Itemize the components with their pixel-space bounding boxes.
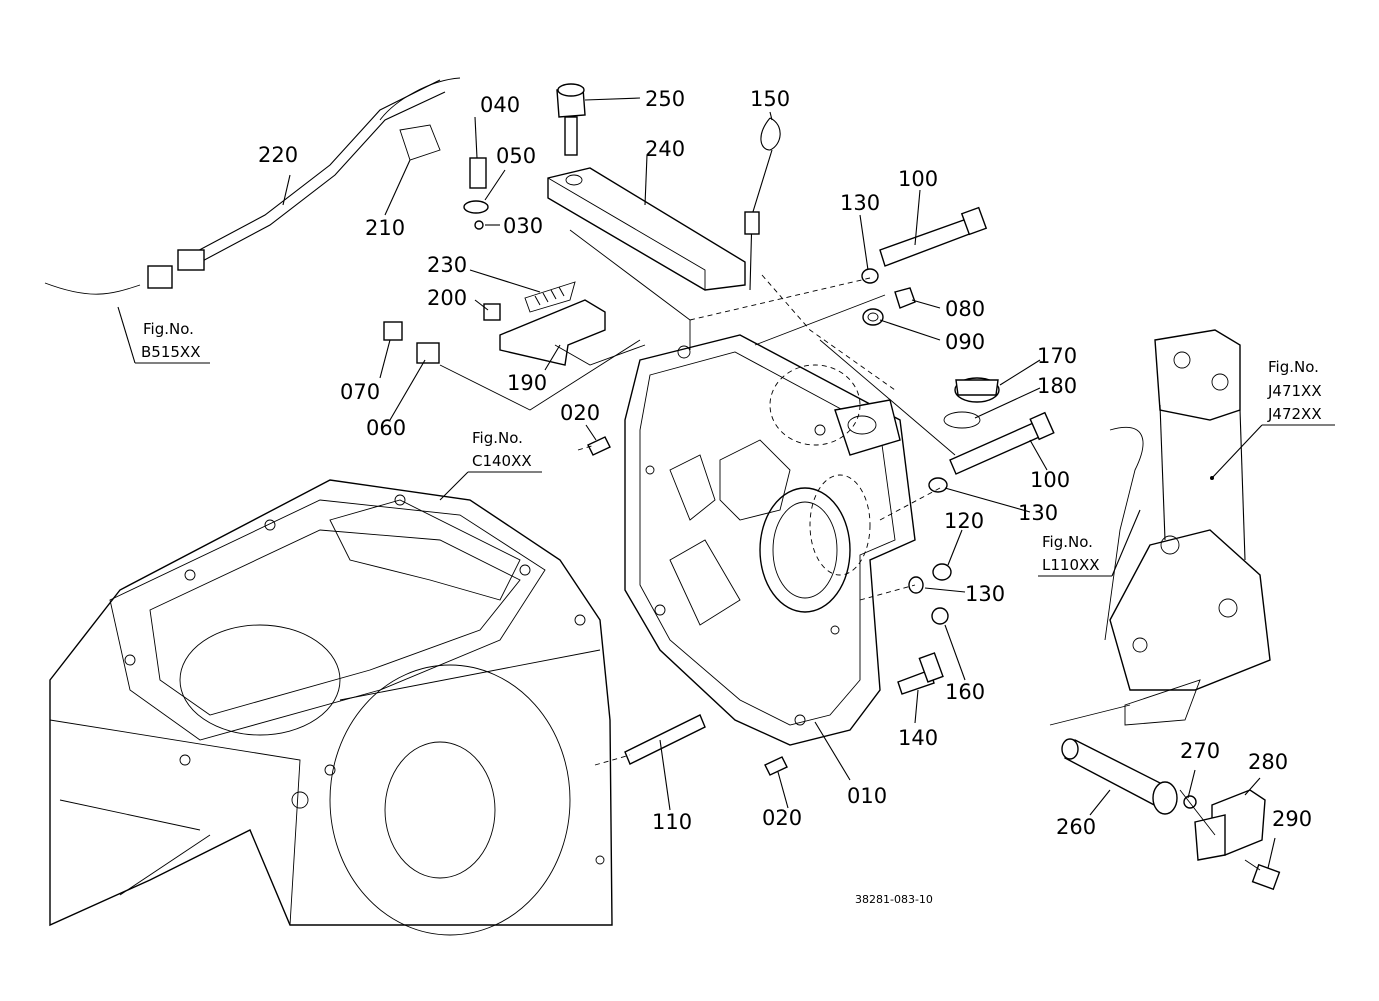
label-020-b: 020 <box>762 806 802 830</box>
label-200: 200 <box>427 286 467 310</box>
figure-ref-j471[interactable]: Fig.No. J471XX J472XX <box>1210 358 1335 480</box>
bolt-100-upper <box>861 206 988 284</box>
label-100-lower: 100 <box>1030 468 1070 492</box>
bolt-250 <box>556 83 586 156</box>
fig-ref-j472-code[interactable]: J472XX <box>1267 405 1322 423</box>
bracket-190 <box>483 281 606 366</box>
label-140: 140 <box>898 726 938 750</box>
label-150: 150 <box>750 87 790 111</box>
fig-ref-l110-code[interactable]: L110XX <box>1042 556 1100 574</box>
label-230: 230 <box>427 253 467 277</box>
label-010: 010 <box>847 784 887 808</box>
fig-ref-l110-title: Fig.No. <box>1042 533 1093 551</box>
label-180: 180 <box>1037 374 1077 398</box>
label-130-c: 130 <box>965 582 1005 606</box>
pin-260 <box>1061 738 1178 815</box>
drawing-code: 38281-083-10 <box>855 893 933 906</box>
label-020-a: 020 <box>560 401 600 425</box>
label-030: 030 <box>503 214 543 238</box>
fig-ref-j471-code[interactable]: J471XX <box>1267 382 1322 400</box>
bolt-100-lower <box>928 411 1055 493</box>
dipstick-150 <box>744 117 781 291</box>
switch-040 <box>463 157 489 230</box>
label-160: 160 <box>945 680 985 704</box>
label-210: 210 <box>365 216 405 240</box>
lift-arm-assembly <box>1104 329 1271 726</box>
bolt-060-070 <box>383 321 440 364</box>
cap-170 <box>943 377 1000 429</box>
label-270: 270 <box>1180 739 1220 763</box>
figure-ref-c140[interactable]: Fig.No. C140XX <box>439 429 542 501</box>
label-040: 040 <box>480 93 520 117</box>
label-050: 050 <box>496 144 536 168</box>
label-260: 260 <box>1056 815 1096 839</box>
label-080: 080 <box>945 297 985 321</box>
fig-ref-c140-title: Fig.No. <box>472 429 523 447</box>
small-parts-right <box>908 563 952 625</box>
front-casting <box>49 479 613 936</box>
label-070: 070 <box>340 380 380 404</box>
pin-020-a <box>587 436 611 456</box>
fig-ref-b515-title: Fig.No. <box>143 320 194 338</box>
label-130-a: 130 <box>840 191 880 215</box>
figure-ref-l110[interactable]: Fig.No. L110XX <box>1038 509 1141 577</box>
plate-280 <box>1183 789 1281 891</box>
connection-lines <box>439 229 1261 871</box>
label-240: 240 <box>645 137 685 161</box>
label-130-b: 130 <box>1018 501 1058 525</box>
housing-drawing <box>44 77 1281 936</box>
label-100-upper: 100 <box>898 167 938 191</box>
label-220: 220 <box>258 143 298 167</box>
label-170: 170 <box>1037 344 1077 368</box>
label-290: 290 <box>1272 807 1312 831</box>
plug-080 <box>862 287 916 326</box>
label-110: 110 <box>652 810 692 834</box>
callout-leaders <box>282 97 1276 869</box>
part-number-labels: 010 020 020 030 040 050 060 070 080 090 … <box>258 87 1312 839</box>
label-280: 280 <box>1248 750 1288 774</box>
label-120: 120 <box>944 509 984 533</box>
fig-ref-j471-title: Fig.No. <box>1268 358 1319 376</box>
plate-240 <box>547 167 746 291</box>
label-060: 060 <box>366 416 406 440</box>
label-190: 190 <box>507 371 547 395</box>
label-090: 090 <box>945 330 985 354</box>
label-250: 250 <box>645 87 685 111</box>
fig-ref-c140-code[interactable]: C140XX <box>472 452 532 470</box>
stud-110 <box>624 714 706 765</box>
pin-020-b <box>764 756 788 776</box>
fig-ref-b515-code[interactable]: B515XX <box>141 343 200 361</box>
harness-220 <box>44 77 461 295</box>
stud-140 <box>897 652 944 695</box>
transmission-case-010 <box>624 334 916 746</box>
figure-ref-b515[interactable]: Fig.No. B515XX <box>117 306 210 364</box>
